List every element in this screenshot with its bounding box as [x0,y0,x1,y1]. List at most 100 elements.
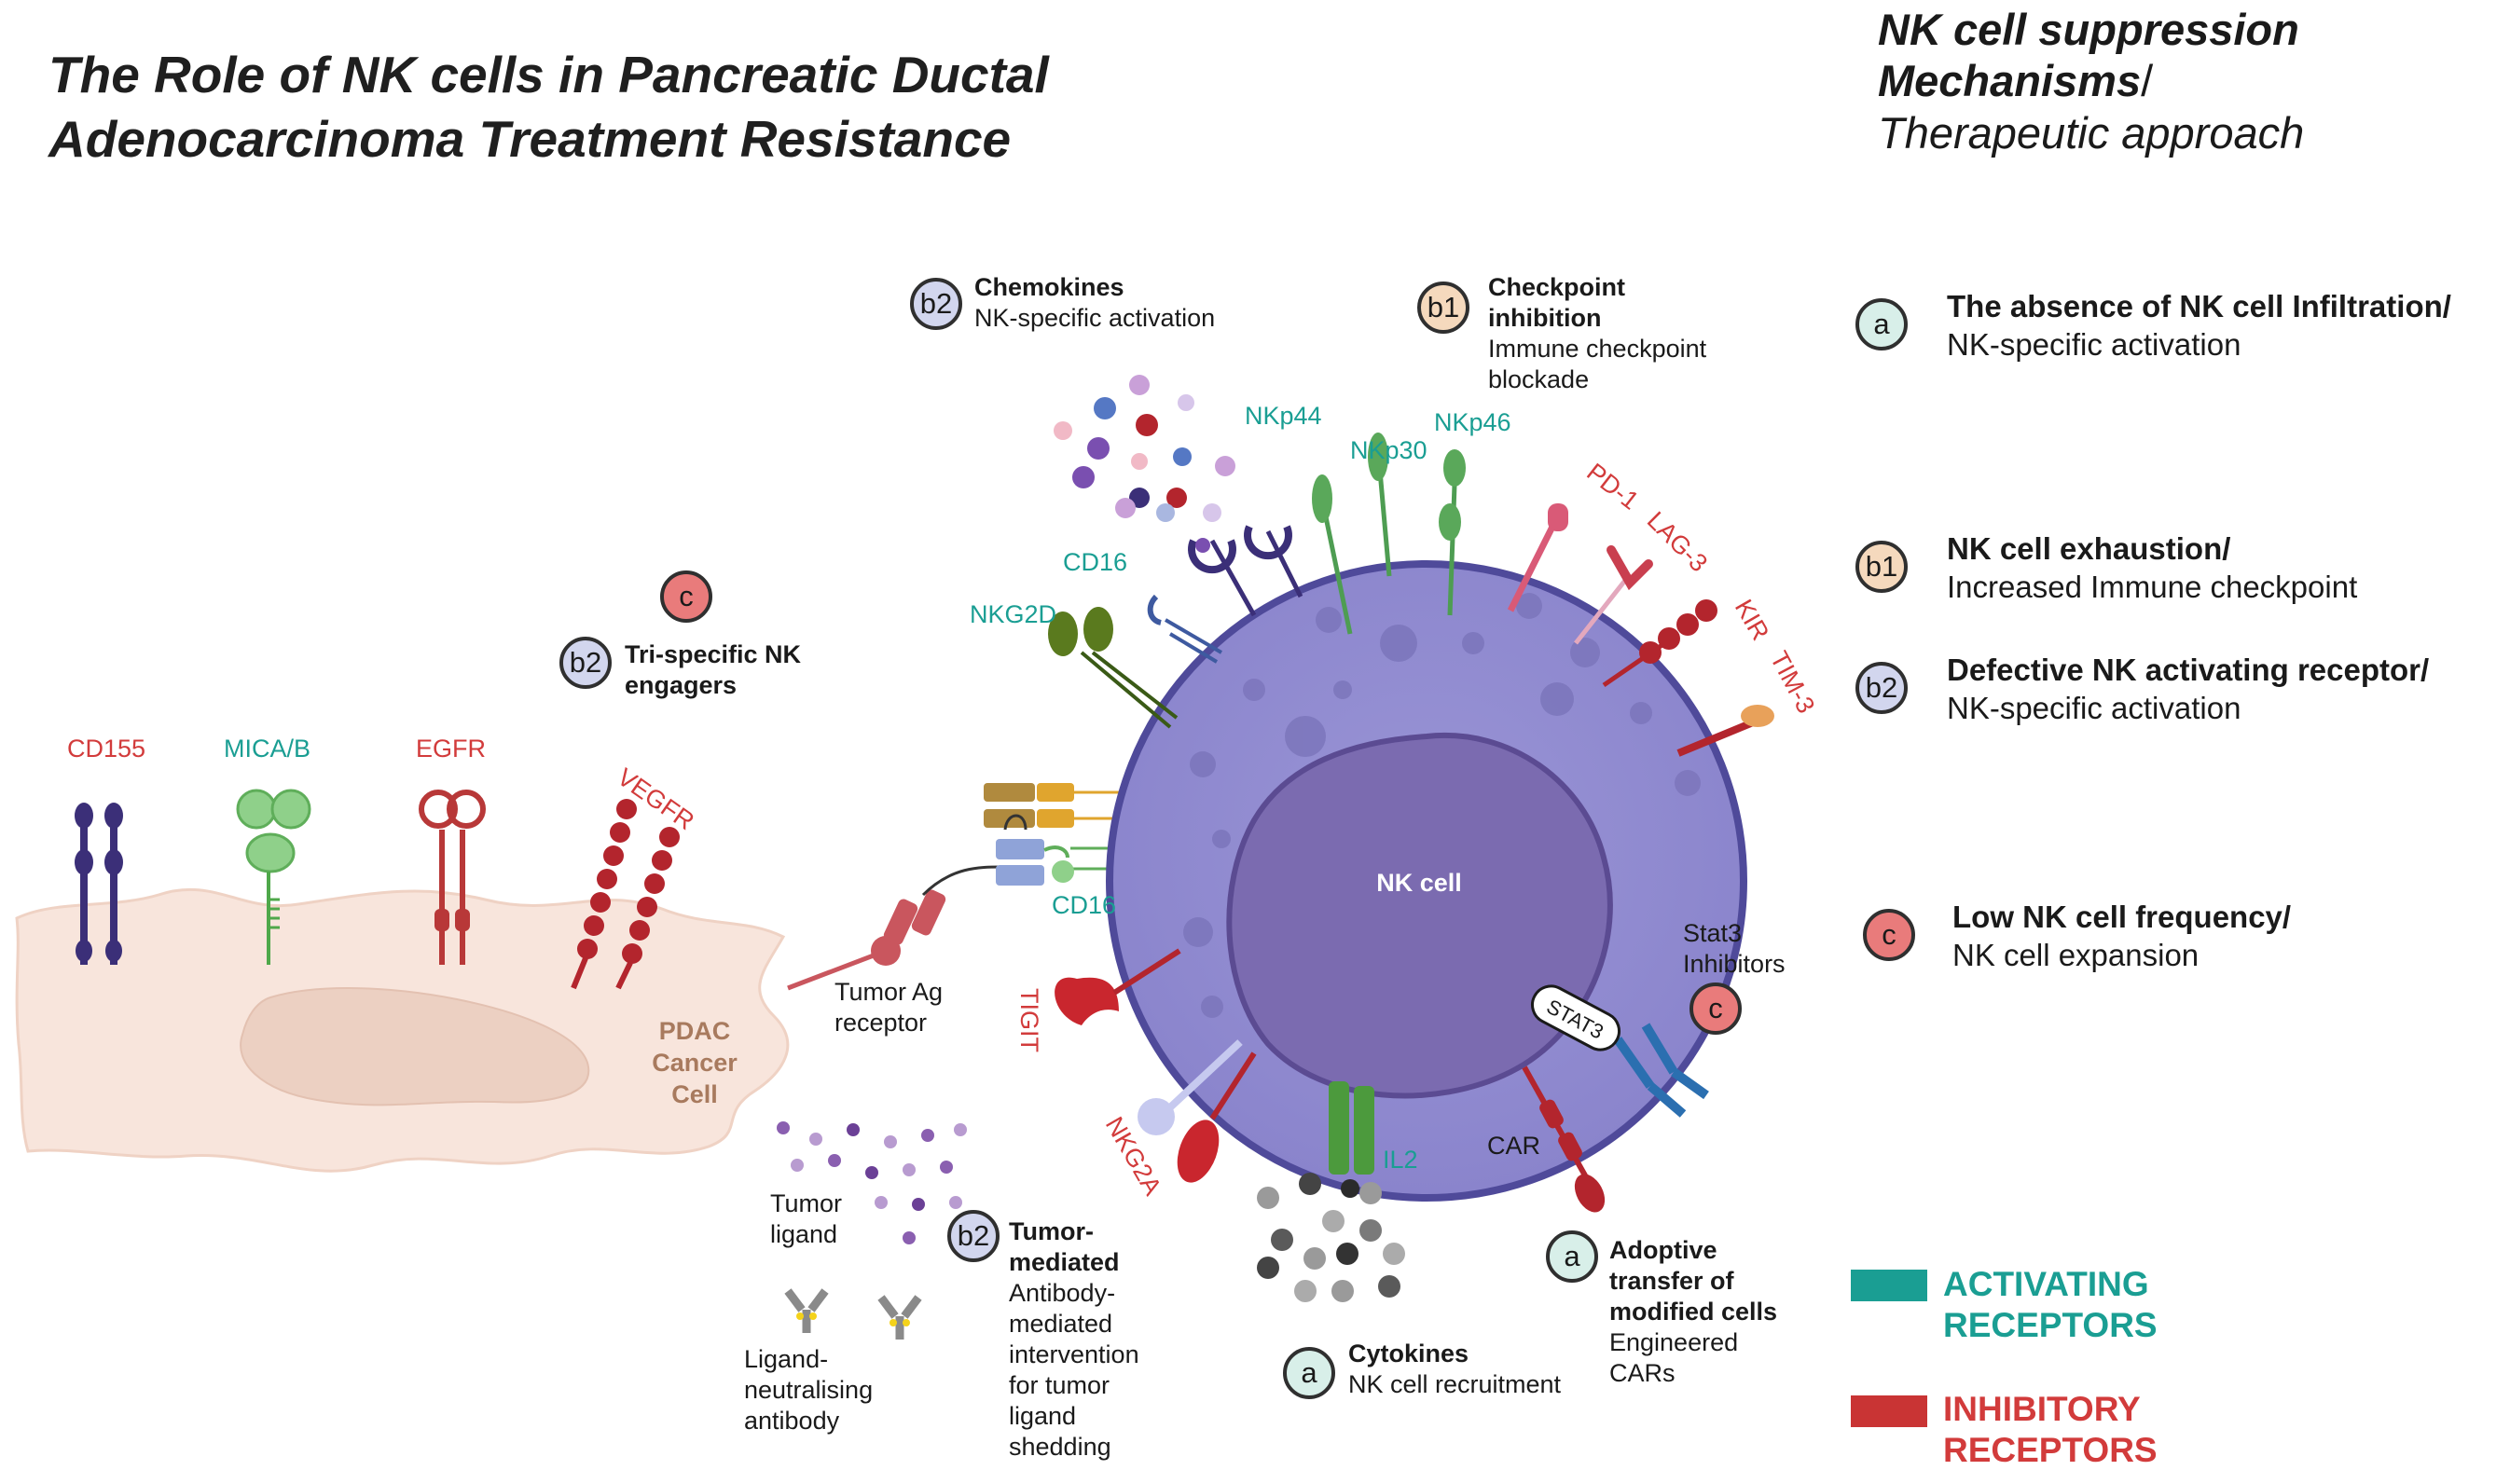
callout-adoptive-text: Engineered CARs [1609,1327,1739,1387]
nk-cell-label: NK cell [1376,869,1462,897]
pdac-cancer-cell [15,887,790,1173]
nkg2a-glyph [1138,1039,1257,1183]
lag3-glyph [1574,545,1653,645]
neutralising-antibody-1 [784,1288,829,1333]
callout-chemokines-text: NK-specific activation [974,303,1216,332]
callout-tumor-mediated-text: Antibody-mediated intervention for tumor… [1009,1278,1139,1461]
item-exhaustion-heading: NK cell exhaustion/ [1947,531,2231,566]
car-label: CAR [1487,1132,1540,1160]
chemokine-cluster [1054,375,1235,522]
callout-stat3: Stat3 Inhibitors [1683,919,1786,978]
badge-a-infiltration: a [1855,298,1908,350]
item-frequency: Low NK cell frequency/ NK cell expansion [1952,898,2291,975]
nkp46-glyph [1439,449,1466,616]
item-infiltration: The absence of NK cell Infiltration/ NK-… [1947,287,2451,364]
cd155-glyph [75,803,123,965]
tim3-label: TIM-3 [1765,647,1821,718]
badge-a-adoptive: a [1546,1230,1598,1283]
item-infiltration-heading: The absence of NK cell Infiltration/ [1947,289,2451,323]
callout-adoptive: Adoptive transfer of modified cells Engi… [1609,1235,1805,1389]
badge-b2-trispecific: b2 [559,637,612,689]
vegfr-glyph [571,799,680,990]
mica-glyph [236,789,311,965]
right-panel-title-italic: Therapeutic approach [1878,107,2305,158]
kir-glyph [1602,599,1717,688]
item-frequency-text: NK cell expansion [1952,938,2200,973]
callout-cytokines: Cytokines NK cell recruitment [1348,1339,1561,1400]
callout-chemokines: Chemokines NK-specific activation [974,272,1215,334]
right-panel-title-bold: NK cell suppression Mechanisms [1878,5,2299,106]
egfr-label: EGFR [416,735,486,763]
legend-swatch-inhibitory [1851,1395,1927,1427]
callout-cytokines-heading: Cytokines [1348,1340,1469,1367]
pd1-label: PD-1 [1581,458,1644,515]
item-defective: Defective NK activating receptor/ NK-spe… [1947,651,2429,728]
pdac-nucleus [240,987,590,1106]
kir-label: KIR [1730,595,1774,645]
egfr-glyph [419,789,486,965]
neutralising-antibody-label: Ligand-neutralising antibody [744,1345,874,1435]
pd1-glyph [1507,503,1568,612]
cd16-receptor-glyph [1147,525,1303,664]
badge-c-trispecific: c [660,570,712,623]
item-frequency-heading: Low NK cell frequency/ [1952,900,2292,934]
callout-checkpoint-text: Immune checkpoint blockade [1488,334,1707,393]
badge-c-stat3: c [1689,982,1742,1035]
nkg2d-glyph [1048,607,1179,729]
item-exhaustion-text: Increased Immune checkpoint [1947,570,2358,605]
callout-checkpoint: Checkpoint inhibition Immune checkpoint … [1488,272,1740,395]
tri-specific-engager-glyph [984,783,1142,886]
nkp30-label: NKp30 [1350,436,1427,464]
page-title: The Role of NK cells in Pancreatic Ducta… [48,46,1049,168]
badge-b2-defective: b2 [1855,662,1908,714]
car-glyph [1522,1065,1606,1213]
stat3-receptor-glyph: STAT3 [1531,984,1709,1118]
legend-label-inhibitory: INHIBITORY RECEPTORS [1943,1390,2158,1470]
nkp30-glyph [1368,433,1392,577]
cd16-label-top: CD16 [1063,548,1127,576]
item-infiltration-text: NK-specific activation [1947,327,2241,363]
neutralising-antibody-2 [877,1295,922,1340]
tumor-ag-receptor-glyph [787,865,1003,991]
badge-b1-exhaustion: b1 [1855,541,1908,593]
item-exhaustion: NK cell exhaustion/ Increased Immune che… [1947,529,2357,607]
callout-adoptive-heading: Adoptive transfer of modified cells [1609,1236,1778,1326]
badge-a-cytokines: a [1283,1347,1335,1399]
mica-label: MICA/B [224,735,310,763]
il2-label: IL2 [1383,1146,1418,1174]
callout-cytokines-text: NK cell recruitment [1348,1369,1562,1398]
item-defective-heading: Defective NK activating receptor/ [1947,653,2430,687]
tumor-ag-receptor-label: Tumor Ag receptor [834,978,944,1037]
badge-b2-tumor-mediated: b2 [947,1210,1000,1262]
right-panel-title: NK cell suppression Mechanisms/ Therapeu… [1878,4,2510,158]
lag3-label: LAG-3 [1642,506,1713,577]
nkp44-label: NKp44 [1245,402,1322,430]
callout-tumor-mediated-heading: Tumor-mediated [1009,1217,1120,1276]
il2-receptor-glyph [1329,1081,1374,1198]
cd155-label: CD155 [67,735,145,763]
item-defective-text: NK-specific activation [1947,691,2241,726]
nkp46-label: NKp46 [1434,408,1511,436]
callout-checkpoint-heading: Checkpoint inhibition [1488,273,1626,332]
tumor-ligand-cluster [777,1121,967,1244]
callout-tumor-mediated: Tumor-mediated Antibody-mediated interve… [1009,1216,1167,1463]
callout-trispecific-heading: Tri-specific NK engagers [625,640,802,699]
legend-swatch-activating [1851,1270,1927,1301]
cytokine-cluster [1257,1173,1405,1302]
badge-b1-checkpoint: b1 [1417,282,1469,334]
callout-trispecific: Tri-specific NK engagers [625,639,858,701]
tigit-label: TIGIT [1015,988,1043,1052]
right-panel-title-sep: / [2141,56,2154,106]
legend-label-activating: ACTIVATING RECEPTORS [1943,1265,2158,1345]
tim3-glyph [1676,705,1774,757]
tumor-ligand-label: Tumor ligand [770,1189,843,1248]
nk-nucleus [1226,732,1613,1099]
badge-c-frequency: c [1863,909,1915,961]
badge-b2-chemokines: b2 [910,278,962,330]
callout-chemokines-heading: Chemokines [974,273,1124,301]
nkp44-glyph [1312,474,1353,635]
cd16-label-engager: CD16 [1052,891,1116,919]
pdac-cell-label: PDAC Cancer Cell [652,1017,738,1108]
nkg2d-label: NKG2D [970,600,1056,628]
